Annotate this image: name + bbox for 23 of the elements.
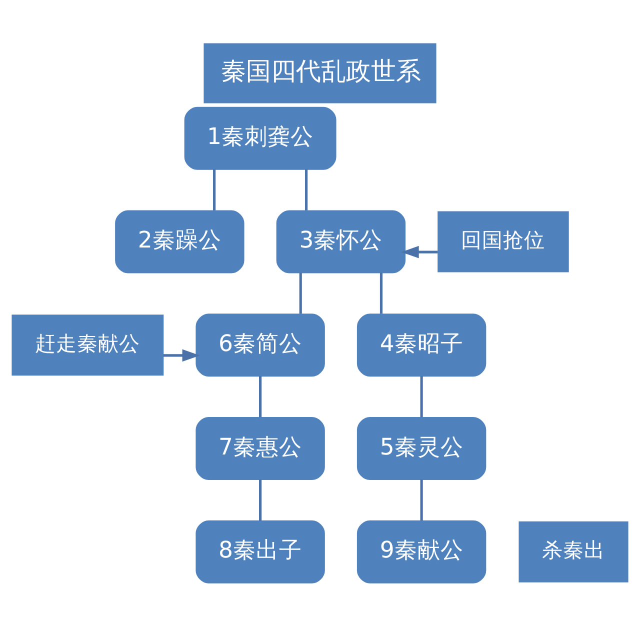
node-box: 赶走秦献公 (12, 314, 164, 376)
node-box: 5秦灵公 (356, 416, 486, 480)
node-box: 7秦惠公 (196, 416, 325, 480)
node-box: 杀秦出 (518, 520, 628, 582)
diagram-title: 秦国四代乱政世系 (220, 56, 421, 86)
node-box: 3秦怀公 (276, 210, 406, 273)
node-box: 9秦献公 (356, 520, 486, 583)
arrow (163, 348, 200, 362)
connector (259, 376, 262, 417)
node-box: 回国抢位 (438, 210, 569, 272)
connector (299, 272, 302, 314)
connector (213, 168, 216, 210)
connector (420, 479, 423, 520)
connector (259, 479, 262, 520)
node-box: 2秦躁公 (115, 210, 244, 273)
connector (305, 168, 308, 210)
connector (420, 376, 423, 417)
arrow (401, 245, 438, 258)
connector (380, 272, 383, 314)
node-box: 1秦刺龚公 (184, 106, 336, 170)
node-box: 4秦昭子 (356, 313, 486, 376)
node-box: 8秦出子 (196, 520, 325, 583)
node-box: 6秦简公 (196, 313, 325, 376)
